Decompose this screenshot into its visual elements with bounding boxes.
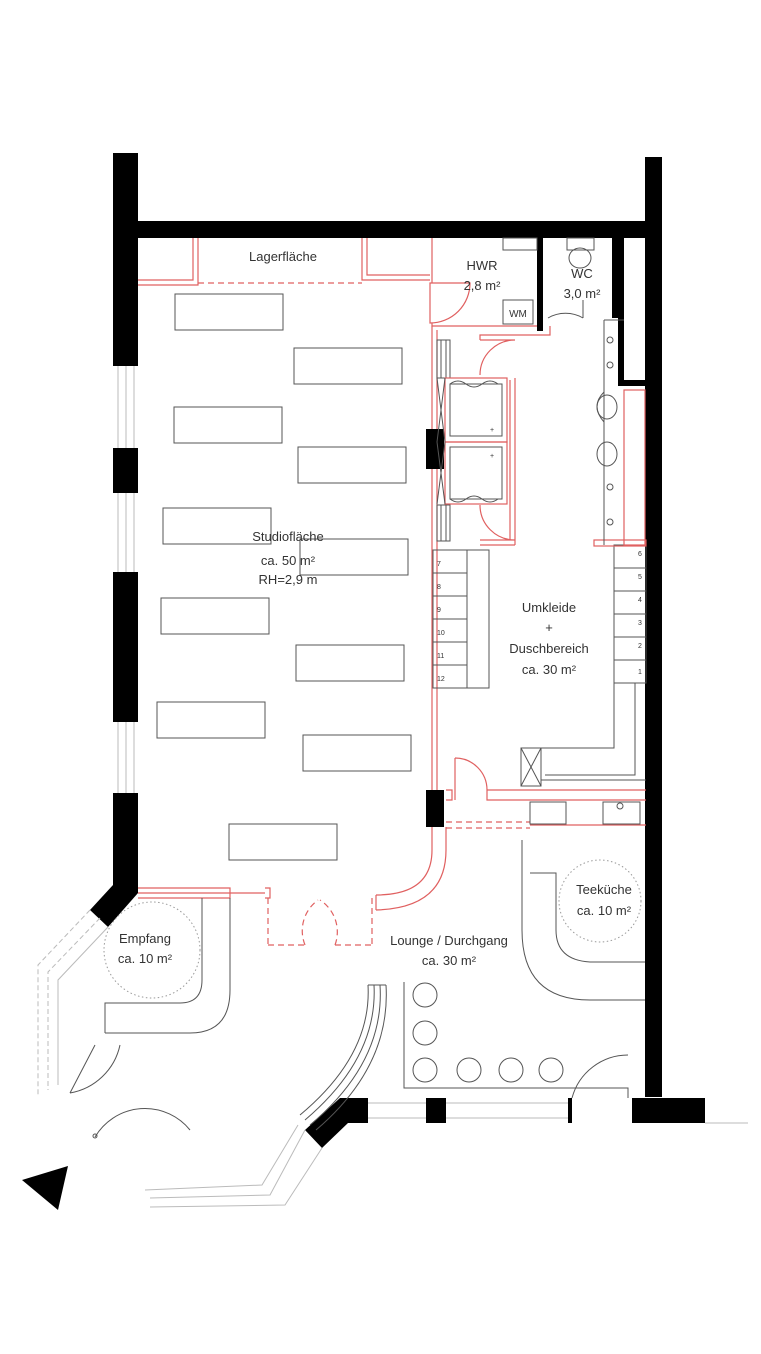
lounge-seating [299,982,629,1131]
locker-number: 6 [638,551,642,558]
umkleide-area: ca. 30 m² [522,662,577,677]
locker-numbers: 7 8 9 10 11 12 6 5 4 3 2 1 [437,551,642,683]
locker-number: 8 [437,584,441,591]
svg-text:+: + [490,427,494,434]
locker-number: 9 [437,607,441,614]
teekueche-area: ca. 10 m² [577,903,632,918]
locker-number: 3 [638,620,642,627]
svg-text:+: + [490,453,494,460]
locker-number: 10 [437,630,445,637]
lounge-label: Lounge / Durchgang [390,933,508,948]
empfang-counter [69,898,231,1139]
corridor [446,757,646,829]
wc-room [547,237,595,319]
studio-height: RH=2,9 m [259,572,318,587]
umkleide-label: Umkleide [522,600,576,615]
studio-mats [156,293,412,861]
studio-label: Studiofläche [252,529,324,544]
studio-partitions [138,326,447,946]
empfang-area: ca. 10 m² [118,951,173,966]
structural-walls [90,153,705,1148]
room-labels: Lagerfläche HWR 2,8 m² WM WC 3,0 m² Stud… [118,249,632,968]
locker-number: 11 [437,653,444,660]
locker-number: 5 [638,574,642,581]
locker-number: 7 [437,561,441,568]
windows [37,366,748,1208]
wc-label: WC [571,266,593,281]
locker-number: 1 [638,669,642,676]
teekueche-label: Teeküche [576,882,632,897]
lounge-area: ca. 30 m² [422,953,477,968]
lager-label: Lagerfläche [249,249,317,264]
locker-number: 12 [437,676,445,683]
teekueche-counter [521,840,645,1001]
lager-area [138,238,471,324]
studio-area: ca. 50 m² [261,553,316,568]
washing-machine [502,299,534,325]
empfang-label: Empfang [119,931,171,946]
triangle-arrow-icon [22,1166,68,1210]
hwr-label: HWR [466,258,497,273]
umkleide-plus: + [545,620,553,635]
wc-area: 3,0 m² [564,286,602,301]
umkleide-label-2: Duschbereich [509,641,589,656]
hwr-area: 2,8 m² [464,278,502,293]
shower-cabins: + + [436,326,551,546]
locker-number: 4 [638,597,642,604]
locker-number: 2 [638,643,642,650]
sinks [593,319,647,547]
wm-label: WM [509,309,527,320]
